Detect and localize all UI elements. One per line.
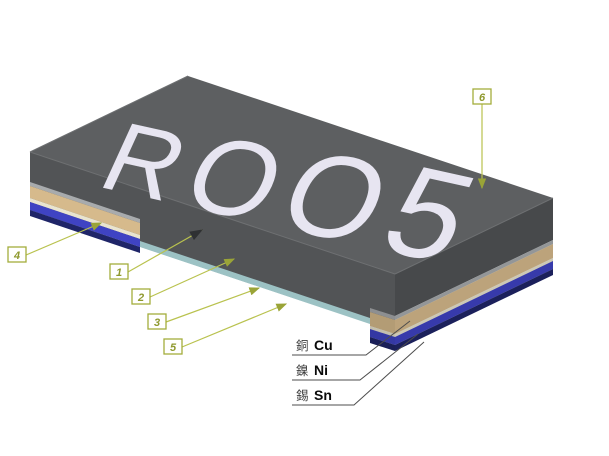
label-ni-zh: 鎳: [296, 363, 309, 378]
left-tin-layer: [30, 210, 140, 253]
wrap-white-layer: [370, 326, 395, 337]
right-terminal-layers: [395, 240, 553, 351]
callout-box-6: [472, 88, 492, 105]
callout-box-4: [7, 246, 27, 263]
label-cu-zh: 銅: [296, 338, 309, 353]
right-terminal-shade: [395, 240, 553, 351]
chip-end-face: [395, 198, 553, 316]
callout-leader-3: [165, 287, 261, 323]
left-copper-layer: [30, 186, 140, 235]
label-leader-sn: [292, 341, 425, 406]
callout-label-3: 3: [154, 317, 160, 329]
label-cu-en: Cu: [314, 337, 333, 353]
wrap-silver-layer: [370, 308, 395, 320]
wrap-shade: [370, 308, 395, 351]
chip-top-face: [30, 76, 553, 274]
callout-box-5: [163, 338, 183, 355]
label-ni-en: Ni: [314, 362, 328, 378]
left-white-layer: [30, 198, 140, 239]
callout-label-5: 5: [170, 342, 177, 354]
right-copper-layer: [395, 244, 553, 334]
right-nickel-layer: [395, 261, 553, 345]
wrap-tin-layer: [370, 337, 395, 351]
callout-box-3: [147, 313, 167, 330]
label-leader-ni: [292, 333, 419, 381]
right-white-layer: [395, 258, 553, 337]
callout-label-2: 2: [137, 292, 144, 304]
right-top-edge: [394, 197, 554, 275]
chip-body: [30, 76, 553, 332]
left-nickel-layer: [30, 202, 140, 247]
label-sn-en: Sn: [314, 387, 332, 403]
bottom-alloy-strip: [140, 241, 370, 324]
chip-edges: [29, 75, 554, 275]
chip-front-face: [30, 152, 395, 332]
callout-label-4: 4: [13, 250, 20, 262]
wrap-copper-layer: [370, 312, 395, 334]
wrap-nickel-layer: [370, 329, 395, 345]
callout-leader-4: [25, 222, 103, 256]
right-terminal-wrap: [370, 308, 395, 351]
callout-label-6: 6: [479, 92, 486, 104]
label-leader-cu: [292, 320, 411, 356]
callout-label-1: 1: [116, 267, 122, 279]
callout-box-1: [109, 263, 129, 280]
callout-leader-5: [181, 303, 288, 348]
front-top-edge: [29, 151, 396, 275]
callout-box-2: [131, 288, 151, 305]
right-tin-layer: [395, 269, 553, 351]
callouts: 4 1 2 3 5 6: [7, 88, 492, 355]
left-terminal-layers: [30, 182, 140, 253]
back-left-edge: [29, 75, 189, 153]
callout-leader-1: [127, 229, 204, 273]
left-silver-layer: [30, 182, 140, 223]
label-sn-zh: 錫: [296, 388, 309, 403]
right-silver-layer: [395, 240, 553, 320]
material-labels: 銅 Cu 鎳 Ni 錫 Sn: [292, 320, 425, 406]
callout-leader-2: [149, 258, 236, 298]
